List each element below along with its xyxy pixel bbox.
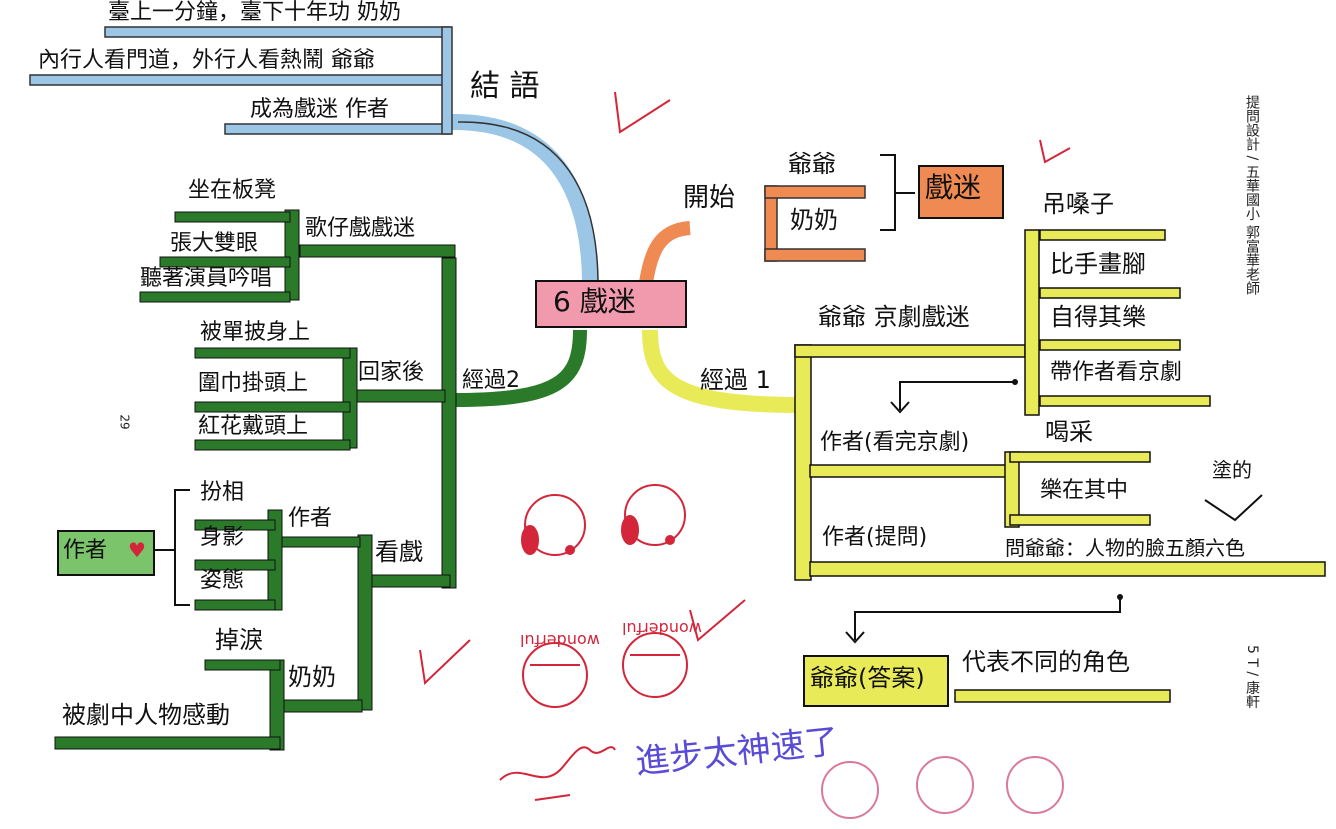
check-mark-3: [419, 639, 471, 686]
grandma-item-1: 掉淚: [215, 626, 263, 654]
author-item-2: 身影: [200, 525, 245, 550]
author-root: 作者: [63, 538, 108, 563]
stamp-3: [522, 642, 588, 708]
author-item-1: 扮相: [200, 480, 245, 505]
arrow-to-answer: [854, 597, 1121, 640]
stamp-text-1: wonderful: [520, 631, 600, 650]
conclusion-label: 結 語: [470, 69, 540, 104]
opera-item-1: 坐在板凳: [188, 178, 277, 203]
stamp-4: [622, 632, 688, 698]
credit-text: 提問設計 / 五華國小 郭富華老師: [1244, 95, 1260, 296]
bar-conclusion-3: [224, 123, 451, 135]
stamp-5: [821, 756, 1064, 819]
start-result: 戲迷: [925, 171, 982, 204]
start-result-box: [918, 165, 1004, 219]
start-label: 開始: [683, 183, 736, 213]
branch-process2: [454, 329, 587, 407]
center-node: [535, 280, 687, 328]
author-root-box: [57, 530, 155, 576]
process2-label: 經過2: [462, 368, 520, 393]
watch: 看戲: [375, 538, 423, 566]
author-item-3: 姿態: [200, 568, 245, 593]
conclusion-item-2: 內行人看門道，外行人看熱鬧 爺爺: [38, 48, 375, 73]
cheer: 喝采: [1045, 418, 1093, 446]
grandpa-item-3: 自得其樂: [1050, 303, 1146, 331]
author-branch: 作者: [288, 506, 333, 531]
start-grandma: 奶奶: [790, 206, 838, 234]
branch-conclusion: [449, 113, 598, 286]
home-item-2: 圍巾掛頭上: [198, 371, 309, 396]
branch-start: [638, 221, 691, 291]
answer-text: 代表不同的角色: [962, 648, 1130, 676]
home-item-1: 被單披身上: [200, 320, 311, 345]
check-mark-4: [689, 599, 746, 642]
question: 問爺爺：人物的臉五顏六色: [1005, 536, 1245, 560]
conclusion-item-1: 臺上一分鐘，臺下十年功 奶奶: [108, 0, 401, 25]
grandpa-item-2: 比手畫腳: [1050, 250, 1146, 278]
bar-conclusion-2: [29, 74, 451, 86]
stamp-text-2: wonderful: [622, 619, 702, 638]
check-mark-2: [1039, 139, 1071, 164]
opera-item-3: 聽著演員吟唱: [140, 266, 273, 291]
center-title: 6 戲迷: [553, 285, 636, 318]
stamp-2: [621, 484, 686, 546]
home-item-3: 紅花戴頭上: [198, 414, 309, 439]
bar-conclusion-1: [104, 26, 451, 38]
opera-fan: 歌仔戲戲迷: [305, 216, 416, 241]
answer-box: [803, 655, 949, 707]
home: 回家後: [358, 360, 425, 385]
opera-item-2: 張大雙眼: [170, 231, 259, 256]
cheer-item: 樂在其中: [1040, 478, 1129, 503]
grandpa-item-4: 帶作者看京劇: [1050, 360, 1183, 385]
process1-grandpa: 爺爺 京劇戲迷: [818, 303, 970, 331]
process1-label: 經過 1: [700, 366, 771, 394]
class-info: 5 T / 康軒: [1244, 645, 1260, 709]
arrow-to-author: [899, 381, 1015, 410]
colored-note: 塗的: [1212, 458, 1252, 482]
start-grandpa: 爺爺: [788, 150, 836, 178]
grandma-item-2: 被劇中人物感動: [62, 701, 230, 729]
teacher-scribble: [499, 746, 616, 781]
branch-process1: [642, 329, 801, 413]
author-watched: 作者(看完京劇): [820, 430, 970, 455]
author-ask: 作者(提問): [822, 525, 928, 550]
conclusion-item-3: 成為戲迷 作者: [250, 97, 389, 122]
bar-conclusion-trunk: [441, 26, 453, 135]
grandpa-item-1: 吊嗓子: [1042, 190, 1114, 218]
page-number: 29: [117, 414, 132, 430]
grandma-branch: 奶奶: [288, 663, 336, 691]
stamp-1: [521, 494, 586, 556]
check-mark-1: [614, 91, 671, 134]
heart-icon: ♥: [128, 538, 146, 562]
answer: 爺爺(答案): [810, 664, 925, 692]
